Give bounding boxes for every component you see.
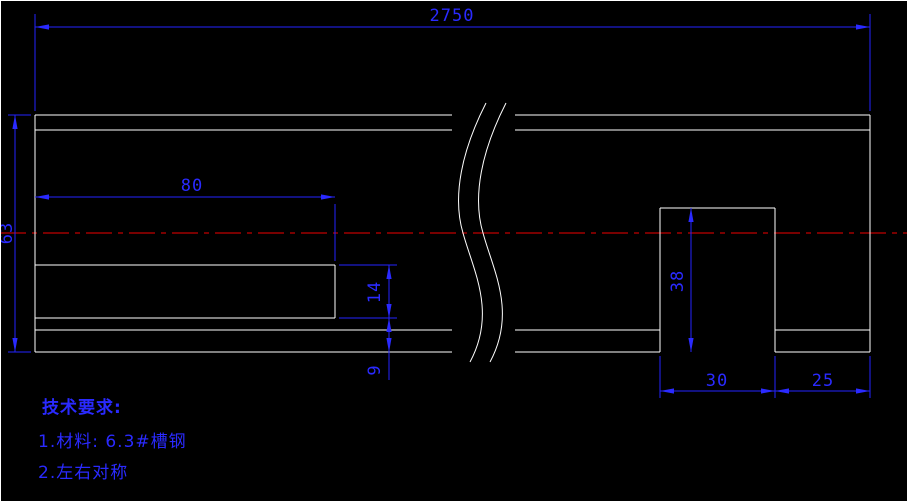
dim-text-slot-height: 14: [365, 281, 385, 303]
dim-text-end-offset: 25: [812, 371, 834, 391]
dim-text-slot-length: 80: [181, 176, 203, 196]
dim-slot-height: 14: [339, 264, 397, 319]
dim-notch-width: 30: [659, 356, 776, 398]
dim-end-offset: 25: [775, 356, 871, 398]
note-symmetry: 2.左右对称: [38, 463, 128, 483]
dim-text-notch-depth: 38: [668, 270, 688, 292]
break-lines: [458, 102, 507, 363]
dim-notch-depth: 38: [668, 208, 694, 352]
note-material: 1.材料: 6.3#槽钢: [38, 432, 187, 452]
part-outline: [34, 114, 871, 353]
notes-heading: 技术要求:: [42, 397, 122, 418]
break-line-right: [478, 102, 507, 363]
dim-overall-length: 2750: [34, 6, 871, 111]
dim-bottom-remainder: 9: [365, 318, 392, 380]
technical-notes: 技术要求: 1.材料: 6.3#槽钢 2.左右对称: [38, 397, 187, 483]
dim-text-bottom-remainder: 9: [365, 364, 385, 375]
dim-overall-height: 63: [1, 114, 31, 353]
dim-text-overall-length: 2750: [430, 6, 475, 26]
dim-slot-length: 80: [35, 176, 336, 261]
dim-text-overall-height: 63: [1, 222, 17, 244]
break-line-left: [458, 102, 487, 363]
dim-text-notch-width: 30: [706, 371, 728, 391]
